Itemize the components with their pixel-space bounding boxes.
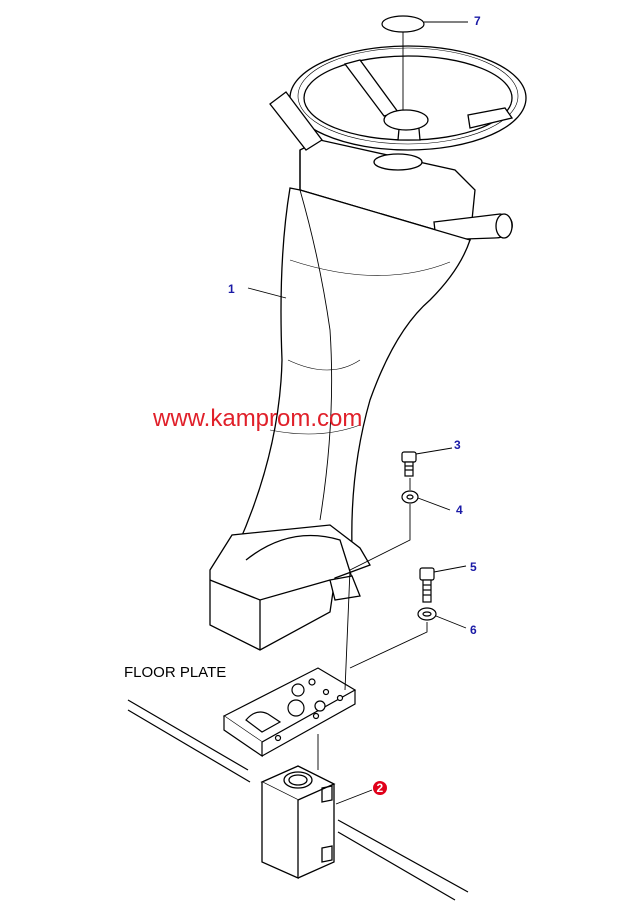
steering-column-part-1 <box>209 91 513 651</box>
washer-part-6 <box>417 607 437 621</box>
callout-4: 4 <box>456 503 463 517</box>
washer-part-4 <box>401 490 419 504</box>
floor-plate-label: FLOOR PLATE <box>124 664 226 681</box>
callout-3: 3 <box>454 438 461 452</box>
callout-2: 2 <box>377 781 384 795</box>
callout-labels: 7 1 3 4 5 6 2 <box>228 14 481 795</box>
valve-block-part-2 <box>260 765 336 880</box>
callout-1: 1 <box>228 282 235 296</box>
callout-6: 6 <box>470 623 477 637</box>
callout-2-highlight <box>373 781 387 795</box>
steering-wheel <box>289 45 527 151</box>
bolt-part-5 <box>419 567 435 603</box>
callout-7: 7 <box>474 14 481 28</box>
floor-plate <box>222 667 357 758</box>
cap-part-7 <box>381 15 425 33</box>
floor-plane <box>127 699 469 901</box>
leader-lines <box>247 21 468 805</box>
bolt-part-3 <box>401 451 417 477</box>
watermark: www.kamprom.com <box>152 405 362 432</box>
callout-5: 5 <box>470 560 477 574</box>
